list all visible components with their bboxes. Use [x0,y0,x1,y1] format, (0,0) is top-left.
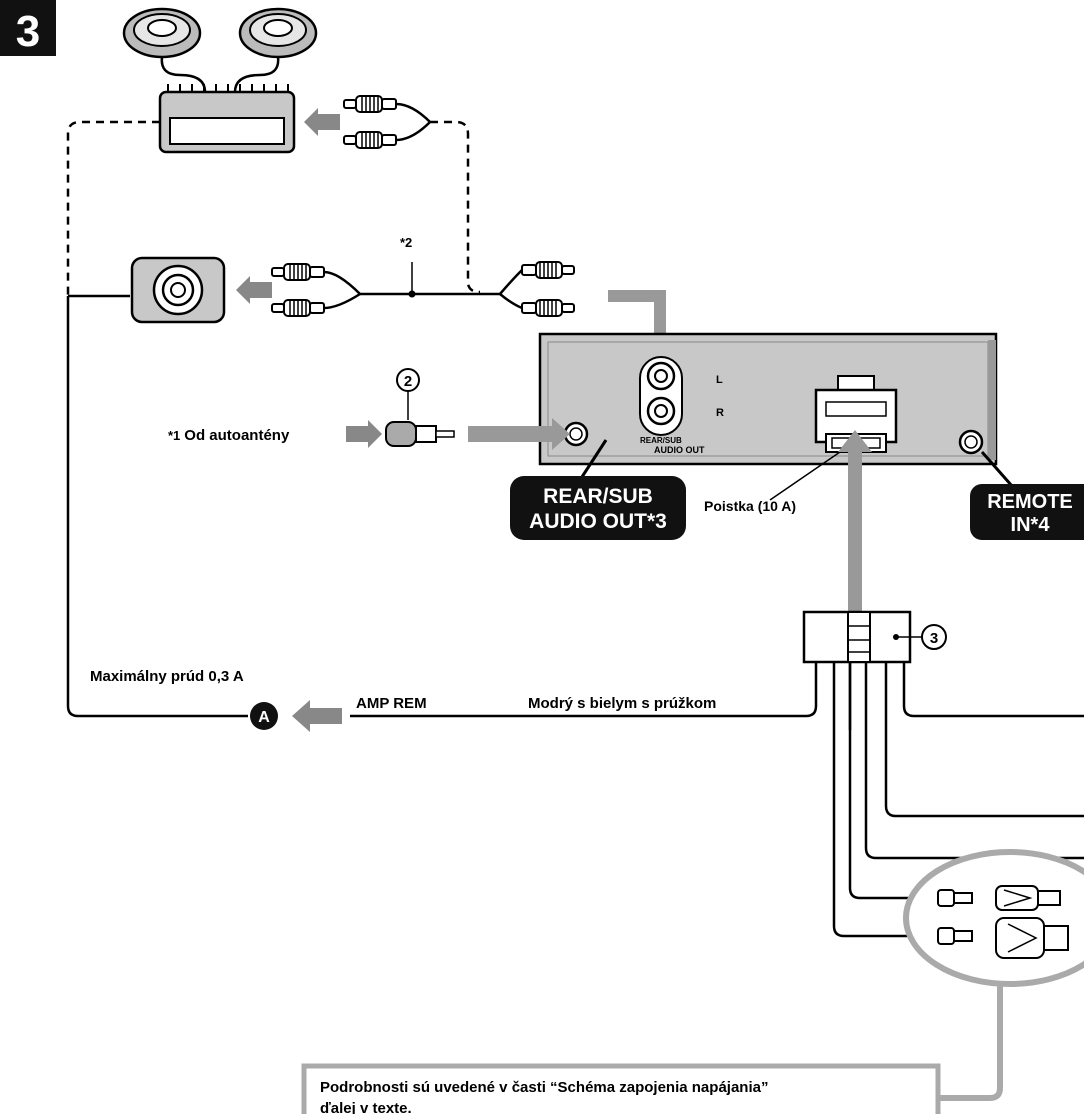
amplifier-icon [158,84,296,154]
arrow-from-antenna [346,426,368,442]
amp-rem-label: AMP REM [356,695,427,712]
channel-r-label: R [716,407,724,419]
callout-3-icon [921,624,947,650]
callout-2-number: 2 [404,373,412,390]
fuse-pointer [769,451,841,501]
arrow-to-antenna-jack [468,426,556,442]
note-leader-line [940,984,1003,1101]
remote-in-badge: REMOTE IN*4 [970,484,1084,540]
rca-plug-unit-2 [521,299,575,317]
speaker-wire-left [160,56,207,93]
speaker-right-icon [238,7,318,59]
wiring-harness-connector [802,610,912,664]
arrow-to-amplifier [318,114,340,130]
harness-wires [66,296,1084,938]
marker-a [250,702,278,730]
unit-out-label-2: AUDIO OUT [654,445,705,455]
subwoofer-icon [130,256,226,324]
rca-plug-sub-2 [271,299,325,317]
head-unit-rear-panel [538,332,998,466]
note-line-1: Podrobnosti sú uvedené v časti “Schéma z… [320,1079,768,1096]
rear-sub-pointer [578,439,608,481]
note-line-2: ďalej v texte. [320,1100,412,1114]
step-badge: 3 [0,0,56,56]
svg-text:IN*4: IN*4 [1011,514,1051,536]
optional-connection-right [430,120,481,294]
speaker-wire-right [233,56,280,93]
rca-plug-amp-2 [343,131,397,149]
fuse-label: Poistka (10 A) [704,498,796,514]
rca-plug-amp-1 [343,95,397,113]
svg-text:REAR/SUB: REAR/SUB [543,485,653,508]
marker-a-letter: A [258,709,270,726]
arrow-to-rear-sub [608,290,666,340]
rca-plug-unit-1 [521,261,575,279]
rear-sub-jacks [639,356,683,436]
note-2-label: *2 [400,235,412,250]
bottom-connectors-group [903,849,1084,987]
speaker-left-icon [122,7,202,59]
step-number: 3 [16,7,40,56]
arrow-to-subwoofer [250,282,272,298]
optional-connection-left [66,120,160,296]
antenna-adapter-icon [385,421,455,447]
unit-out-label-1: REAR/SUB [640,436,682,445]
svg-text:AUDIO OUT*3: AUDIO OUT*3 [529,510,667,533]
rca-plug-sub-1 [271,263,325,281]
callout-3-number: 3 [930,630,938,647]
rear-sub-audio-out-badge: REAR/SUB AUDIO OUT*3 [510,476,686,540]
arrow-to-marker-a [310,708,342,724]
arrow-harness-to-unit [848,446,862,612]
max-current-label: Maximálny prúd 0,3 A [90,668,244,685]
note-box: Podrobnosti sú uvedené v časti “Schéma z… [301,1063,941,1114]
channel-l-label: L [716,374,723,386]
wire-color-label: Modrý s bielym s prúžkom [528,695,716,712]
remote-in-pointer [980,451,1014,487]
svg-text:REMOTE: REMOTE [987,491,1073,513]
